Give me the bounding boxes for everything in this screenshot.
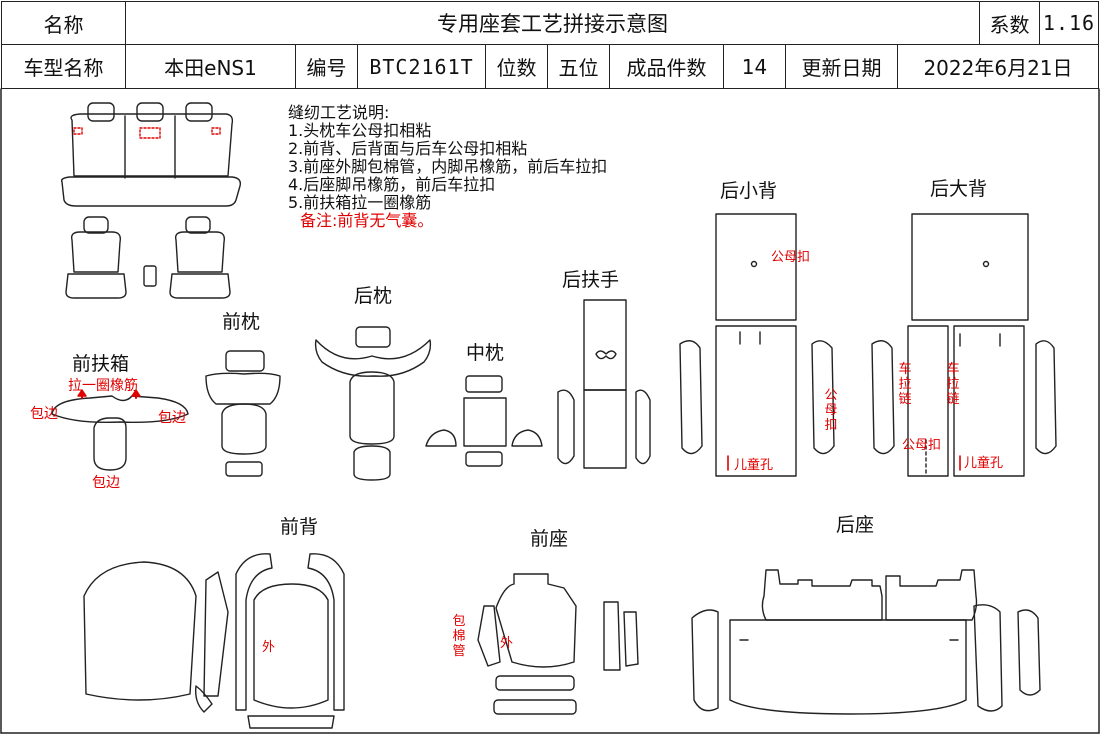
coef-label: 系数: [979, 2, 1039, 44]
anno-snap-large-back: 公母扣: [902, 438, 942, 453]
anno-zip-right: 车拉链: [946, 362, 960, 407]
label-rear-seat: 后座: [836, 514, 875, 536]
front-armrest-box-pattern: [51, 389, 189, 471]
note-item-3: 3.前座外脚包棉管，内脚吊橡筋，前后车拉扣: [288, 157, 608, 176]
note-item-4: 4.后座脚吊橡筋，前后车拉扣: [288, 175, 496, 194]
notes-remark: 备注:前背无气囊。: [300, 211, 434, 230]
label-mid-headrest: 中枕: [466, 342, 505, 364]
mid-headrest-pattern: [425, 375, 543, 467]
anno-snap-small-back: 公母扣: [771, 250, 811, 265]
note-item-1: 1.头枕车公母扣相粘: [288, 121, 432, 140]
anno-binding-right: 包边: [158, 410, 186, 426]
code-value: BTC2161T: [357, 45, 485, 88]
anno-binding-bottom: 包边: [92, 475, 120, 491]
anno-outer-seat: 外: [500, 636, 514, 651]
anno-child-hole-large: 儿童孔: [964, 456, 1004, 471]
note-item-5: 5.前扶箱拉一圈橡筋: [288, 193, 432, 212]
label-rear-large-back: 后大背: [930, 178, 988, 200]
anno-elastic-loop: 拉一圈橡筋: [68, 378, 138, 394]
sheet-title: 专用座套工艺拼接示意图: [125, 2, 979, 44]
rear-bench-overview: [60, 102, 242, 207]
label-front-headrest: 前枕: [222, 311, 261, 333]
label-rear-armrest: 后扶手: [562, 269, 620, 291]
date-label: 更新日期: [785, 45, 897, 88]
code-label: 编号: [295, 45, 357, 88]
anno-binding-left: 包边: [30, 406, 58, 422]
anno-cotton-tube: 包棉管: [452, 614, 466, 659]
pieces-value: 14: [723, 45, 785, 88]
header-row-2: 车型名称 本田eNS1 编号 BTC2161T 位数 五位 成品件数 14 更新…: [1, 45, 1099, 89]
model-value: 本田eNS1: [125, 45, 295, 88]
front-headrest-pattern: [205, 350, 281, 477]
front-seat-pattern: [477, 573, 639, 715]
notes-heading: 缝纫工艺说明:: [288, 103, 390, 122]
header-row-1: 名称 专用座套工艺拼接示意图 系数 1.16: [1, 1, 1099, 45]
pieces-label: 成品件数: [609, 45, 723, 88]
label-front-back: 前背: [280, 516, 319, 538]
rear-headrest-pattern: [314, 326, 432, 481]
rear-small-back-pattern: [679, 213, 835, 477]
rear-armrest-pattern: [557, 299, 651, 469]
label-front-seat: 前座: [530, 528, 569, 550]
front-back-pattern: [83, 553, 345, 729]
date-value: 2022年6月21日: [897, 45, 1099, 88]
name-label: 名称: [1, 2, 125, 44]
label-rear-small-back: 后小背: [720, 180, 778, 202]
sewing-notes: 缝纫工艺说明: 1.头枕车公母扣相粘 2.前背、后背面与后车公母扣相粘 3.前座…: [288, 104, 607, 230]
note-item-2: 2.前背、后背面与后车公母扣相粘: [288, 139, 528, 158]
seats-label: 位数: [485, 45, 547, 88]
coef-value: 1.16: [1039, 2, 1099, 44]
anno-snap-vertical: 公母扣: [824, 388, 838, 433]
front-seats-overview: [65, 216, 231, 299]
label-rear-headrest: 后枕: [354, 285, 393, 307]
anno-zip-left: 车拉链: [898, 362, 912, 407]
anno-child-hole-small: 儿童孔: [734, 458, 774, 473]
anno-outer-back: 外: [262, 640, 276, 655]
model-label: 车型名称: [1, 45, 125, 88]
label-front-armrest-box: 前扶箱: [72, 353, 130, 375]
rear-seat-pattern: [691, 569, 1041, 715]
rear-large-back-pattern: [871, 213, 1057, 477]
seats-value: 五位: [547, 45, 609, 88]
